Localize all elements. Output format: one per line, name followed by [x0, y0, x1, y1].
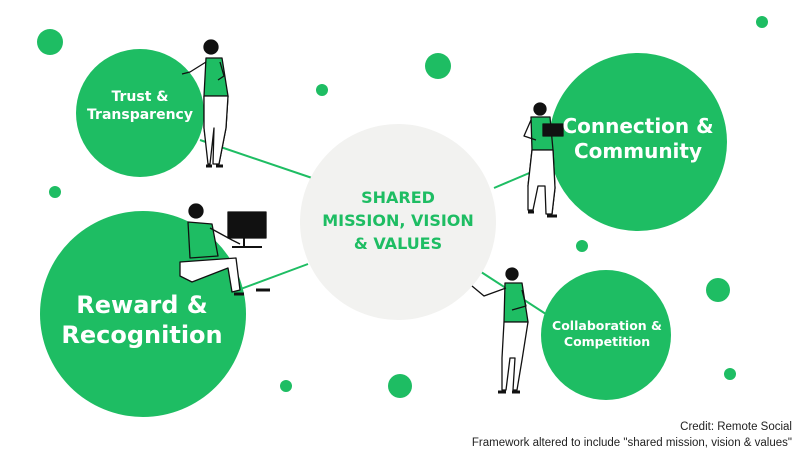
- reward-label: Reward & Recognition: [52, 290, 232, 350]
- center-label-line2: MISSION, VISION: [322, 211, 474, 231]
- decorative-dots: [37, 16, 768, 398]
- center-circle: [300, 124, 496, 320]
- connection-label: Connection & Community: [552, 114, 724, 164]
- dot: [724, 368, 736, 380]
- trust-label: Trust & Transparency: [78, 89, 202, 124]
- connection-label-line2: Community: [573, 139, 703, 163]
- reward-label-line2: Recognition: [61, 321, 223, 349]
- dot: [706, 278, 730, 302]
- dot: [316, 84, 328, 96]
- credit-text: Credit: Remote Social Framework altered …: [472, 420, 792, 451]
- connection-circle: [549, 53, 727, 231]
- collaboration-label-line1: Collaboration &: [552, 318, 662, 333]
- woman-presenting-illustration: [471, 267, 529, 394]
- center-label-line3: & VALUES: [353, 234, 443, 254]
- trust-label-line2: Transparency: [87, 106, 193, 123]
- reward-label-line1: Reward &: [76, 291, 208, 319]
- dot: [280, 380, 292, 392]
- center-label-line1: SHARED: [361, 188, 435, 207]
- dot: [388, 374, 412, 398]
- connection-label-line1: Connection &: [562, 114, 714, 138]
- dot: [49, 186, 61, 198]
- dot: [576, 240, 588, 252]
- credit-line1: Credit: Remote Social: [680, 421, 792, 433]
- woman-with-microphone-illustration: [181, 39, 229, 168]
- credit-line2: Framework altered to include "shared mis…: [471, 436, 792, 449]
- man-with-laptop-illustration: [523, 102, 564, 218]
- center-label: SHARED MISSION, VISION & VALUES: [308, 186, 488, 256]
- collaboration-circle: [541, 270, 671, 400]
- collaboration-label: Collaboration & Competition: [542, 318, 672, 349]
- dot: [425, 53, 451, 79]
- dot: [37, 29, 63, 55]
- dot: [756, 16, 768, 28]
- woman-at-computer-illustration: [179, 203, 270, 296]
- trust-circle: [76, 49, 204, 177]
- trust-label-line1: Trust &: [111, 89, 169, 105]
- collaboration-label-line2: Competition: [563, 333, 651, 349]
- connector-reward: [237, 263, 309, 291]
